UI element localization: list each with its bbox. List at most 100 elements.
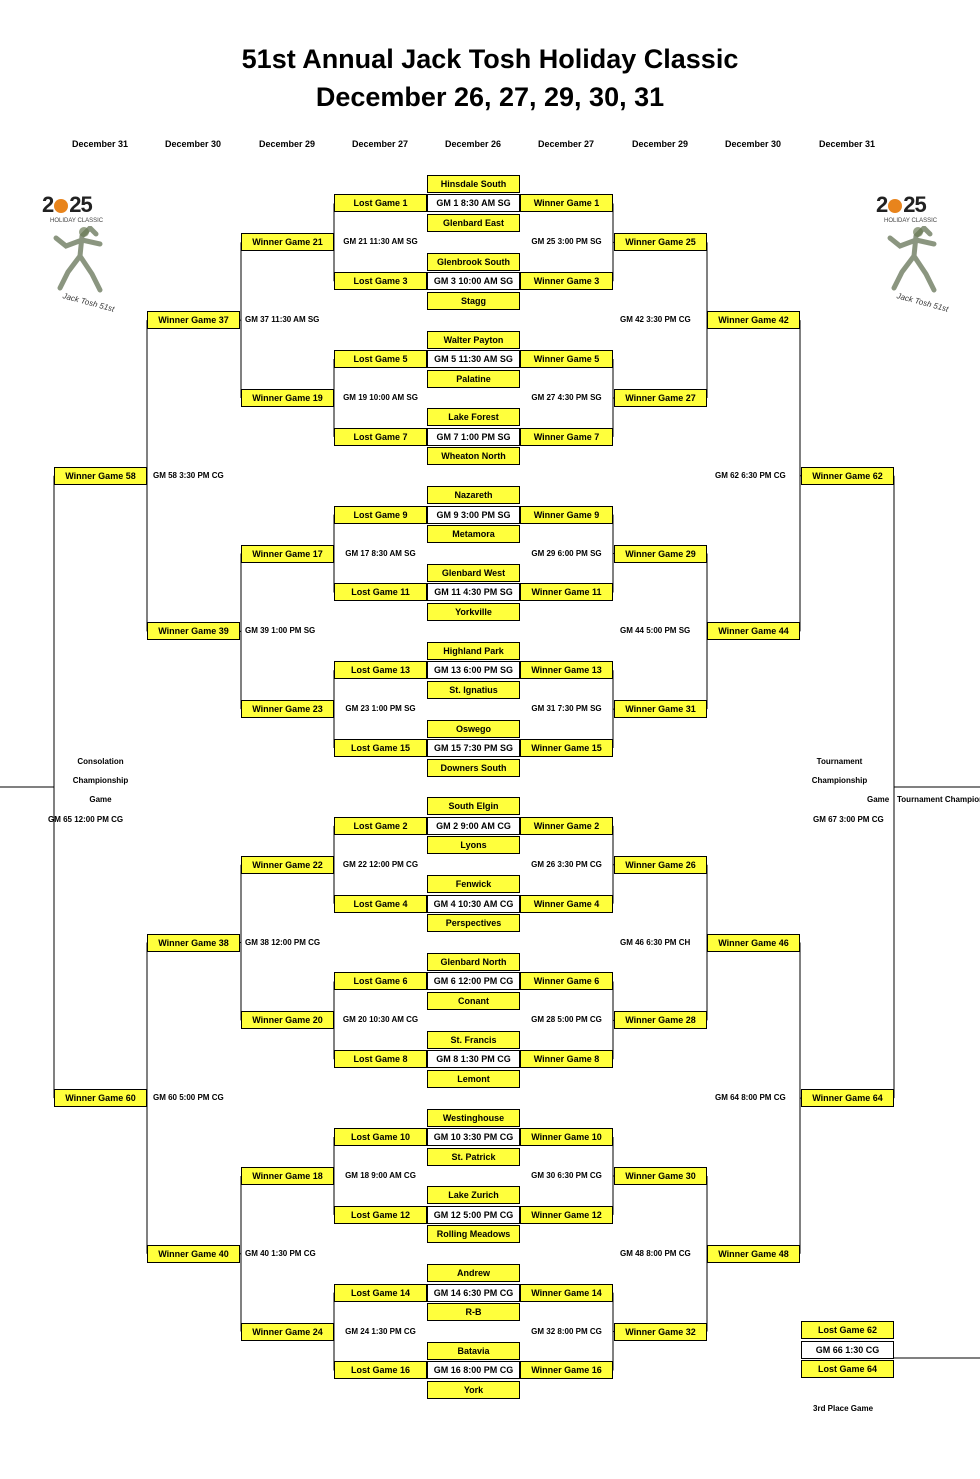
- game-time-label: GM 23 1:00 PM SG: [345, 704, 416, 714]
- team-box: Conant: [427, 991, 520, 1010]
- game-time-box: GM 8 1:30 PM CG: [427, 1050, 520, 1069]
- consolation-label: Consolation: [77, 756, 124, 766]
- column-header: December 29: [258, 139, 316, 149]
- team-box: Westinghouse: [427, 1108, 520, 1127]
- championship-game-time: GM 67 3:00 PM CG: [813, 814, 884, 824]
- team-box: St. Patrick: [427, 1147, 520, 1166]
- game-time-label: GM 38 12:00 PM CG: [245, 937, 321, 947]
- game-time-box: GM 11 4:30 PM SG: [427, 583, 520, 602]
- winner-game-box: Winner Game 15: [520, 739, 613, 758]
- winner-game-box: Winner Game 10: [520, 1128, 613, 1147]
- game-time-box: GM 15 7:30 PM SG: [427, 739, 520, 758]
- champion-label: Tournament Champion: [897, 794, 980, 804]
- team-box: St. Ignatius: [427, 680, 520, 699]
- page-title: 51st Annual Jack Tosh Holiday Classic: [241, 44, 739, 74]
- game-time-box: GM 7 1:00 PM SG: [427, 427, 520, 446]
- team-box: Highland Park: [427, 641, 520, 660]
- game-time-box: GM 13 6:00 PM SG: [427, 661, 520, 680]
- winner-game-box: Winner Game 24: [241, 1322, 334, 1341]
- player-figure-icon: [53, 226, 103, 293]
- column-header: December 29: [631, 139, 689, 149]
- winner-game-box: Winner Game 30: [614, 1166, 707, 1185]
- team-box: Andrew: [427, 1264, 520, 1283]
- third-place-box: Lost Game 62: [801, 1321, 894, 1339]
- column-header: December 27: [351, 139, 409, 149]
- winner-game-box: Winner Game 12: [520, 1205, 613, 1224]
- lost-game-box: Lost Game 12: [334, 1205, 427, 1224]
- winner-game-box: Winner Game 32: [614, 1322, 707, 1341]
- winner-game-box: Winner Game 58: [54, 466, 147, 485]
- lost-game-box: Lost Game 7: [334, 427, 427, 446]
- winner-game-box: Winner Game 8: [520, 1050, 613, 1069]
- championship-label: Championship: [811, 775, 868, 785]
- game-time-label: GM 29 6:00 PM SG: [531, 548, 602, 558]
- game-time-label: GM 28 5:00 PM CG: [531, 1015, 602, 1025]
- game-time-box: GM 16 8:00 PM CG: [427, 1361, 520, 1380]
- lost-game-box: Lost Game 15: [334, 739, 427, 758]
- column-header: December 30: [724, 139, 782, 149]
- team-box: Palatine: [427, 369, 520, 388]
- third-place-label: 3rd Place Game: [813, 1404, 874, 1413]
- winner-game-box: Winner Game 23: [241, 700, 334, 719]
- winner-game-box: Winner Game 5: [520, 350, 613, 369]
- game-time-label: GM 64 8:00 PM CG: [715, 1093, 786, 1103]
- game-time-label: GM 22 12:00 PM CG: [342, 859, 419, 869]
- lost-game-box: Lost Game 1: [334, 194, 427, 213]
- winner-game-box: Winner Game 17: [241, 544, 334, 563]
- team-box: Lake Zurich: [427, 1186, 520, 1205]
- lost-game-box: Lost Game 9: [334, 505, 427, 524]
- game-time-label: GM 20 10:30 AM CG: [342, 1015, 419, 1025]
- lost-game-box: Lost Game 11: [334, 583, 427, 602]
- team-box: Hinsdale South: [427, 175, 520, 193]
- lost-game-box: Lost Game 6: [334, 972, 427, 991]
- game-time-box: GM 3 10:00 AM SG: [427, 272, 520, 291]
- lost-game-box: Lost Game 14: [334, 1283, 427, 1302]
- game-time-label: GM 19 10:00 AM SG: [343, 392, 418, 402]
- lost-game-box: Lost Game 8: [334, 1050, 427, 1069]
- winner-game-box: Winner Game 64: [801, 1089, 894, 1108]
- column-header: December 27: [537, 139, 595, 149]
- winner-game-box: Winner Game 48: [707, 1244, 800, 1263]
- game-time-box: GM 66 1:30 CG: [801, 1341, 894, 1359]
- winner-game-box: Winner Game 18: [241, 1166, 334, 1185]
- team-box: Lake Forest: [427, 408, 520, 427]
- winner-game-box: Winner Game 9: [520, 505, 613, 524]
- third-place-box: Lost Game 64: [801, 1360, 894, 1378]
- winner-game-box: Winner Game 27: [614, 388, 707, 407]
- winner-game-box: Winner Game 19: [241, 388, 334, 407]
- game-time-label: GM 40 1:30 PM CG: [245, 1248, 316, 1258]
- team-box: Batavia: [427, 1342, 520, 1360]
- game-time-box: GM 1 8:30 AM SG: [427, 194, 520, 213]
- winner-game-box: Winner Game 60: [54, 1089, 147, 1108]
- lost-game-box: Lost Game 3: [334, 272, 427, 291]
- team-box: Glenbard North: [427, 953, 520, 971]
- winner-game-box: Winner Game 62: [801, 466, 894, 485]
- game-time-label: GM 62 6:30 PM CG: [715, 470, 786, 480]
- game-time-label: GM 31 7:30 PM SG: [531, 704, 602, 714]
- team-box: York: [427, 1380, 520, 1399]
- winner-game-box: Winner Game 31: [614, 700, 707, 719]
- game-time-label: GM 42 3:30 PM CG: [620, 315, 691, 325]
- championship-label: Tournament: [816, 756, 863, 766]
- lost-game-box: Lost Game 13: [334, 661, 427, 680]
- winner-game-box: Winner Game 38: [147, 933, 240, 952]
- game-time-label: GM 58 3:30 PM CG: [153, 470, 224, 480]
- game-time-label: GM 48 8:00 PM CG: [620, 1248, 691, 1258]
- game-time-label: GM 27 4:30 PM SG: [531, 392, 602, 402]
- team-box: Lyons: [427, 836, 520, 855]
- lost-game-box: Lost Game 4: [334, 894, 427, 913]
- consolation-label: Championship: [72, 775, 129, 785]
- game-time-box: GM 5 11:30 AM SG: [427, 350, 520, 369]
- winner-game-box: Winner Game 29: [614, 544, 707, 563]
- team-box: Glenbard West: [427, 564, 520, 582]
- game-time-box: GM 12 5:00 PM CG: [427, 1205, 520, 1224]
- winner-game-box: Winner Game 46: [707, 933, 800, 952]
- winner-game-box: Winner Game 25: [614, 233, 707, 252]
- consolation-game-time: GM 65 12:00 PM CG: [48, 814, 124, 824]
- winner-game-box: Winner Game 6: [520, 972, 613, 991]
- winner-game-box: Winner Game 16: [520, 1361, 613, 1380]
- team-box: Glenbard East: [427, 213, 520, 232]
- team-box: Metamora: [427, 525, 520, 544]
